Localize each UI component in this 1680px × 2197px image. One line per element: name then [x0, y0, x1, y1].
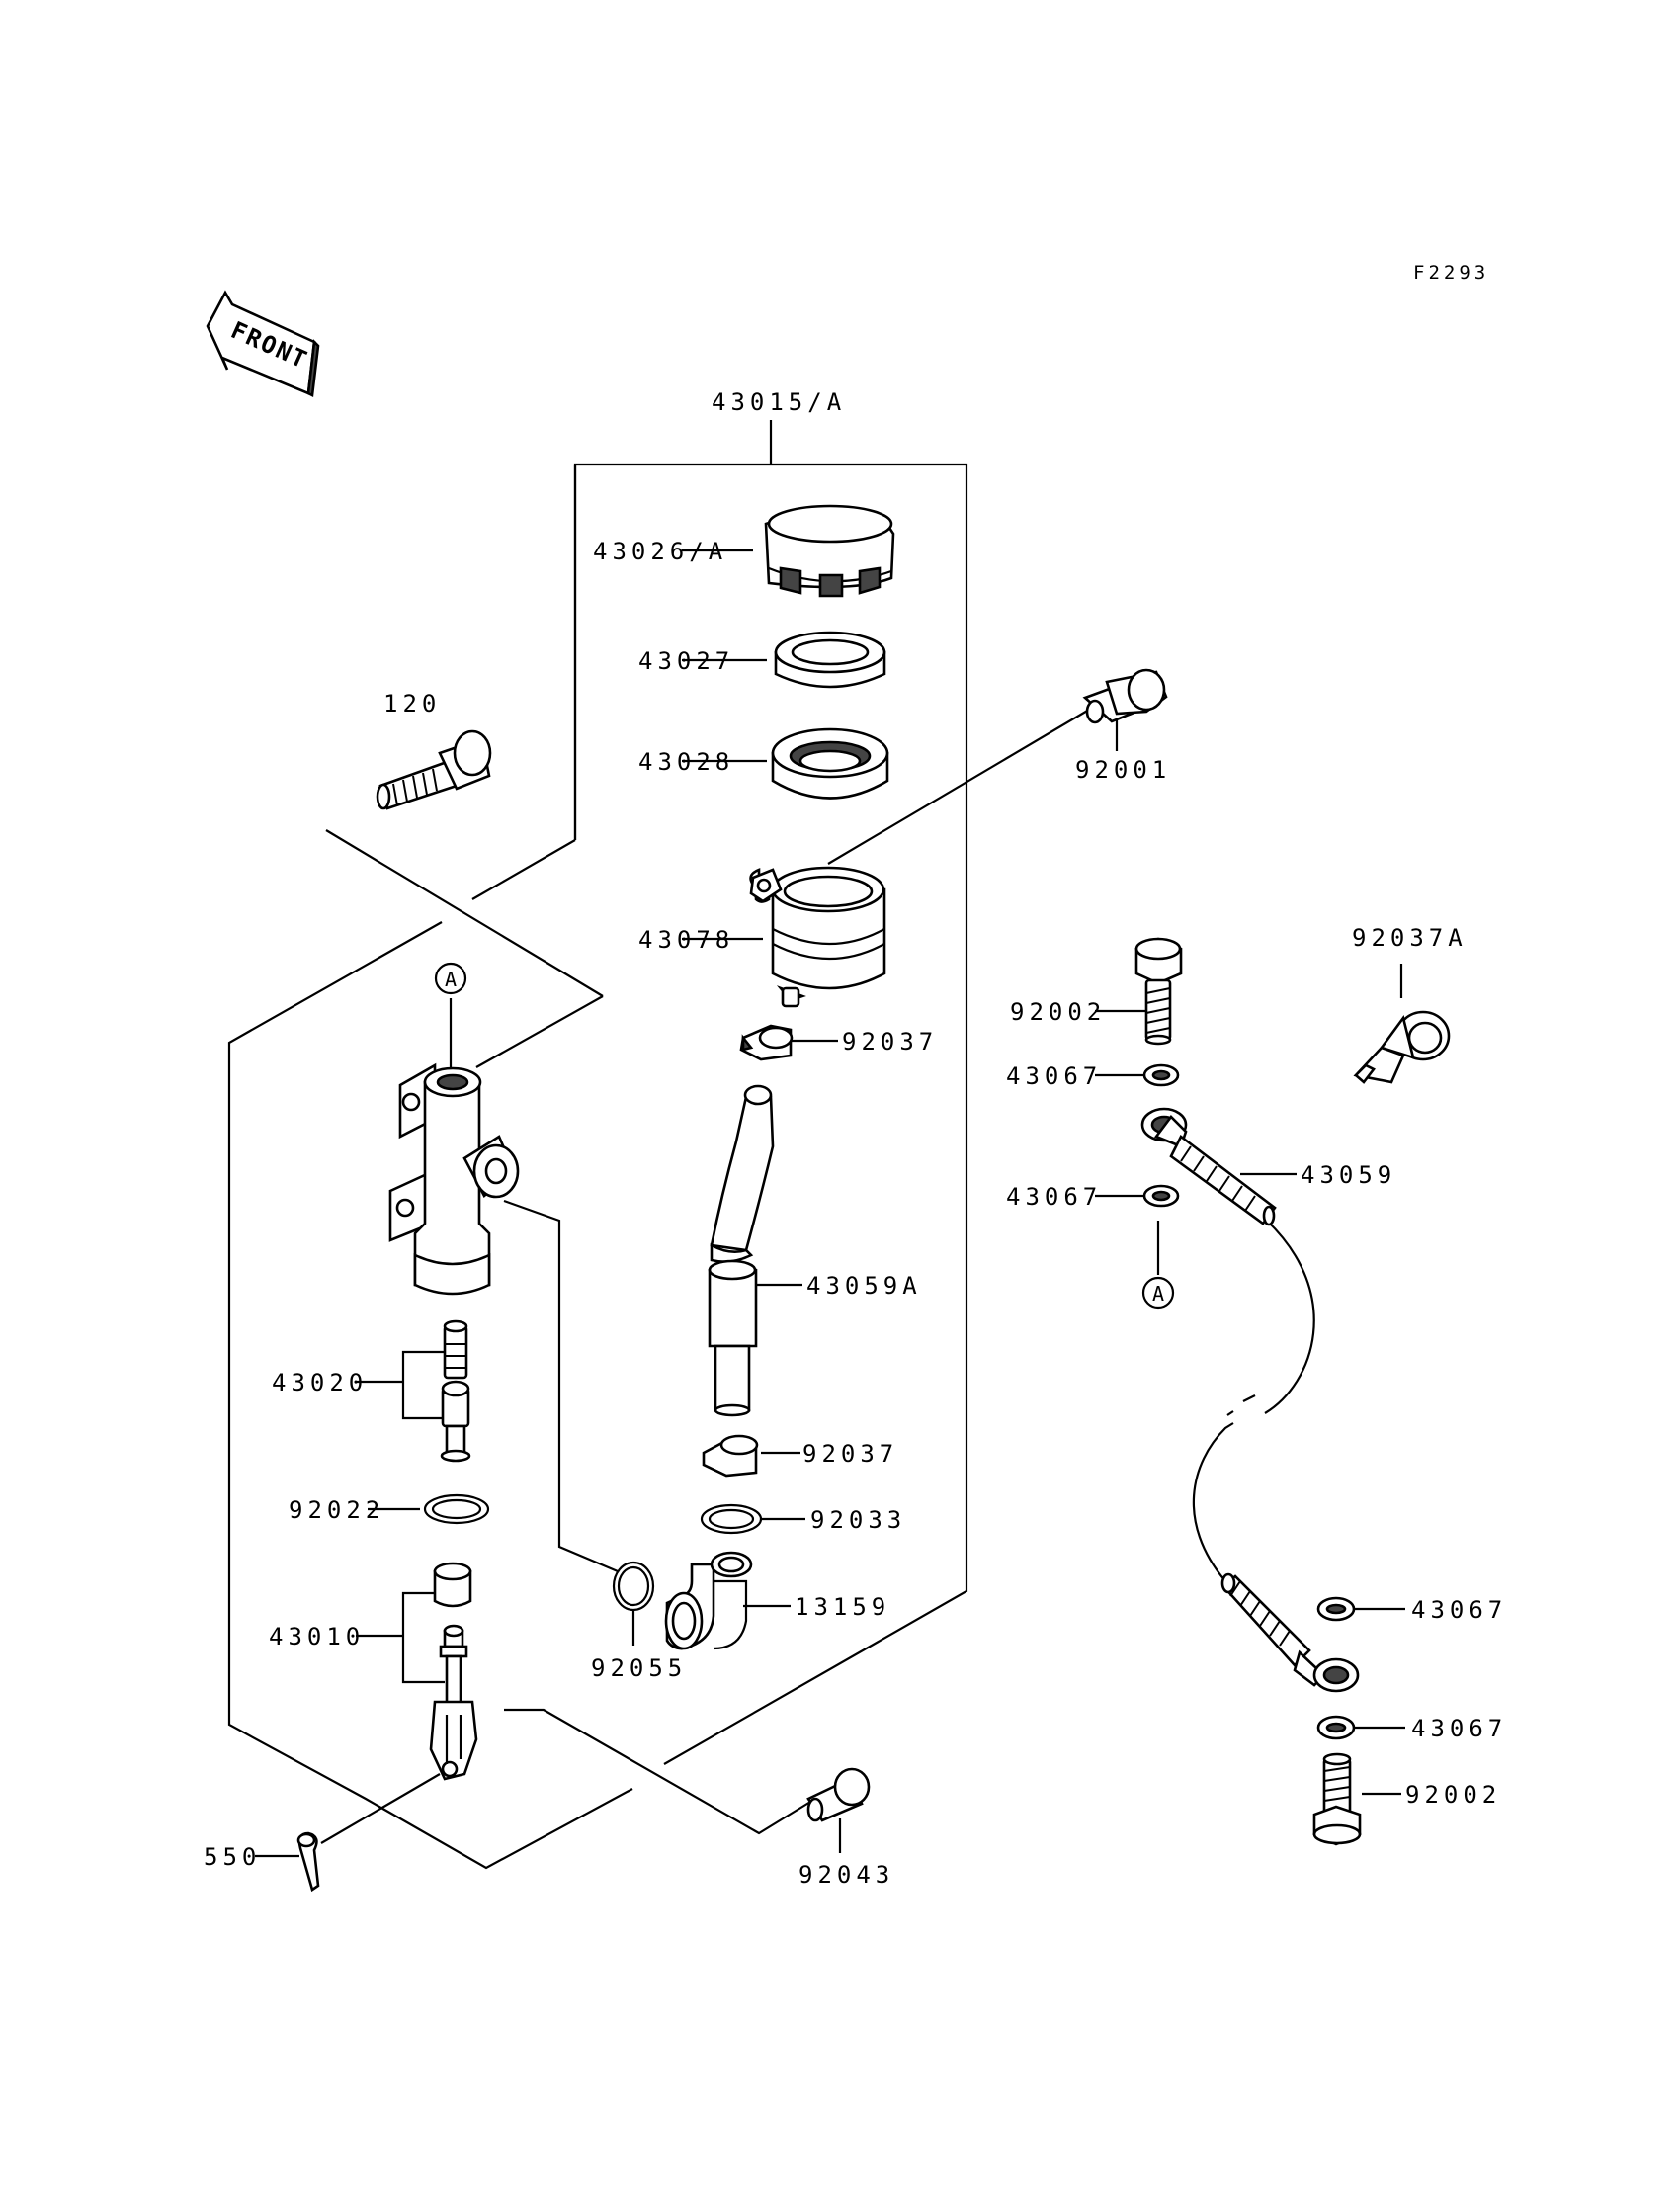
bolt-120-icon	[376, 729, 492, 810]
banjo-bolt-top-icon	[1134, 937, 1183, 1046]
leader-lines	[255, 549, 1405, 1858]
label-92037-top: 92037	[842, 1028, 938, 1056]
ref-marker-upper: A	[434, 962, 467, 995]
label-43015A: 43015/A	[712, 388, 846, 416]
label-43067-d: 43067	[1411, 1715, 1507, 1742]
label-43067-c: 43067	[1411, 1596, 1507, 1624]
label-43010: 43010	[269, 1623, 365, 1650]
front-arrow-icon: FRONT	[206, 290, 320, 397]
banjo-bolt-bottom-icon	[1312, 1752, 1362, 1846]
label-92002-top: 92002	[1010, 998, 1106, 1026]
reservoir-cap-icon	[764, 504, 895, 598]
label-43078: 43078	[638, 926, 734, 954]
diaphragm-icon	[774, 631, 886, 689]
svg-text:A: A	[445, 968, 457, 991]
figure-code: F2293	[1413, 262, 1489, 284]
assembly-bracket-43015A	[227, 420, 968, 1870]
label-43067-a: 43067	[1006, 1062, 1102, 1090]
label-92033: 92033	[810, 1506, 906, 1534]
washer-43067-c-icon	[1316, 1596, 1356, 1622]
reservoir-hose-icon	[708, 1084, 775, 1417]
label-43020: 43020	[272, 1369, 368, 1396]
hose-dash-1	[1242, 1394, 1256, 1402]
elbow-fitting-icon	[664, 1551, 753, 1650]
label-120: 120	[383, 690, 441, 718]
cotter-pin-icon	[296, 1831, 320, 1893]
label-92022: 92022	[289, 1496, 384, 1524]
label-92037-mid: 92037	[802, 1440, 898, 1468]
brake-hose-line	[1264, 1220, 1315, 1414]
label-43027: 43027	[638, 647, 734, 675]
label-43028: 43028	[638, 748, 734, 776]
reservoir-icon	[749, 866, 886, 1008]
master-cylinder-icon	[388, 1062, 520, 1296]
brake-hose-upper-end-icon	[1140, 1107, 1277, 1226]
push-rod-icon	[429, 1562, 478, 1781]
ref-marker-lower: A	[1141, 1276, 1175, 1310]
circlip-92033-icon	[700, 1503, 763, 1535]
label-43059: 43059	[1301, 1161, 1396, 1189]
washer-43067-a-icon	[1142, 1063, 1180, 1087]
hose-clamp-92037A-icon	[1353, 1010, 1451, 1084]
brake-hose-line-lower	[1192, 1422, 1234, 1582]
label-550: 550	[204, 1843, 261, 1871]
label-43067-b: 43067	[1006, 1183, 1102, 1211]
label-43026A: 43026/A	[593, 538, 727, 565]
o-ring-icon	[612, 1561, 655, 1612]
label-92001: 92001	[1075, 756, 1171, 784]
hose-clamp-top-icon	[739, 1024, 794, 1061]
washer-43067-d-icon	[1316, 1715, 1356, 1740]
circlip-92022-icon	[423, 1493, 490, 1525]
brake-hose-lower-end-icon	[1220, 1572, 1360, 1693]
pin-92043-icon	[806, 1767, 871, 1822]
label-92037A: 92037A	[1352, 924, 1468, 952]
piston-43020-icon	[440, 1319, 471, 1463]
label-43059A: 43059A	[806, 1272, 922, 1300]
label-92055: 92055	[591, 1654, 687, 1682]
bolt-92001-icon	[1082, 668, 1168, 724]
svg-text:A: A	[1152, 1282, 1164, 1306]
label-92002-bottom: 92002	[1405, 1781, 1501, 1809]
washer-43067-b-icon	[1142, 1184, 1180, 1208]
label-13159: 13159	[795, 1593, 890, 1621]
hose-dash-2	[1226, 1410, 1234, 1416]
hose-clamp-mid-icon	[702, 1434, 759, 1478]
label-92043: 92043	[798, 1861, 894, 1889]
diaphragm-plate-icon	[771, 727, 889, 800]
